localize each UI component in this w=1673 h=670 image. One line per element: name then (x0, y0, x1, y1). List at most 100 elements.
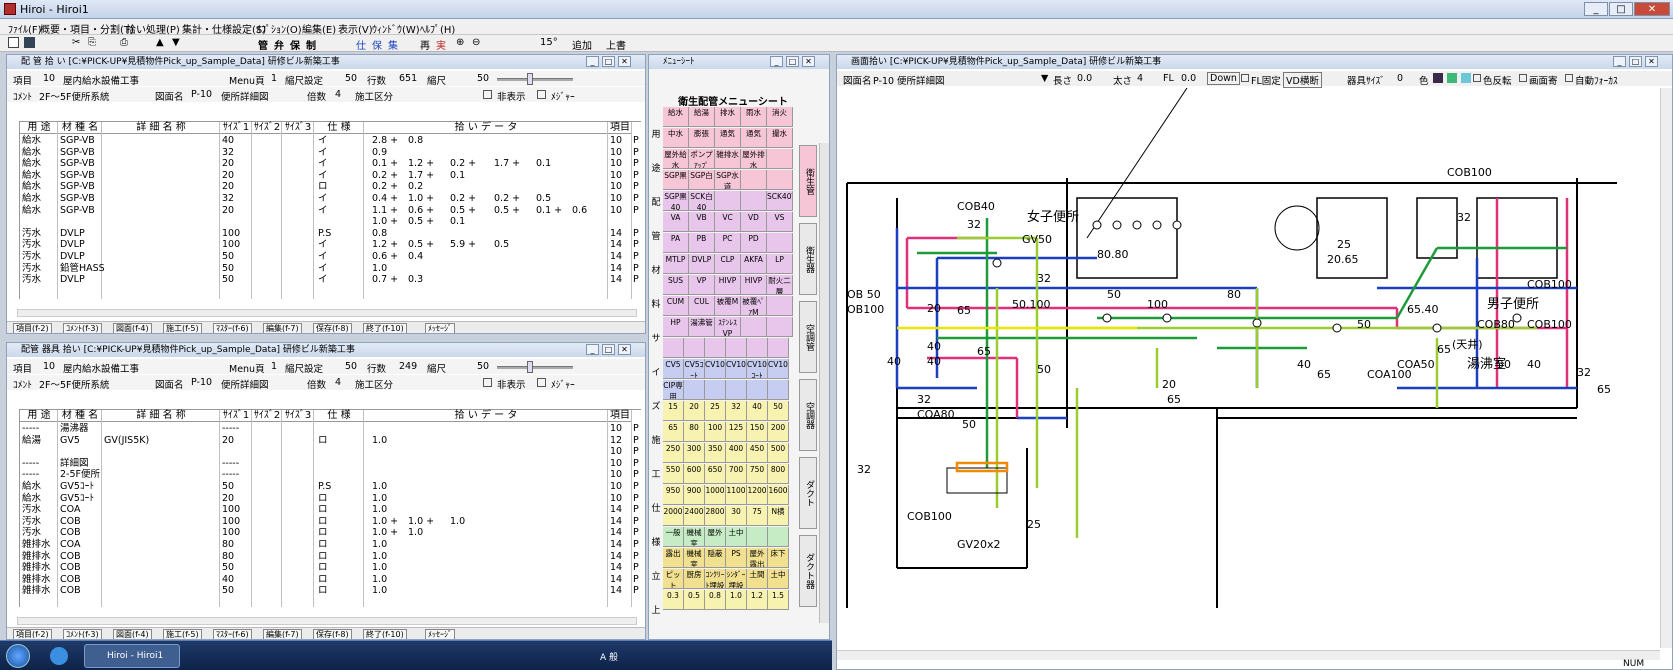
menu-sheet-cell[interactable]: CLP (715, 254, 741, 274)
menu-sheet-cell[interactable]: CV5ｺｰﾄ (684, 359, 705, 379)
menu-sheet-cell[interactable] (715, 191, 741, 211)
menu-sheet-cell[interactable]: 屋外給水 (663, 149, 689, 169)
menu-sheet-cell[interactable]: CV10ｺｰﾄ (747, 359, 768, 379)
menu-sheet-side-tab[interactable]: 衛生管 (799, 145, 817, 217)
menu-sheet-cell[interactable]: CV10 (726, 359, 747, 379)
menu-sheet-cell[interactable]: 給水 (663, 107, 689, 127)
menu-sheet-cell[interactable]: SCK白40 (689, 191, 715, 211)
ie-icon[interactable] (50, 647, 68, 665)
menu-sheet-cell[interactable] (747, 527, 768, 547)
horizontal-scrollbar[interactable] (17, 309, 637, 317)
menu-sheet-cell[interactable]: SUS (663, 275, 689, 295)
function-button[interactable]: 図面(f-4) (113, 629, 152, 639)
function-button[interactable]: ﾒｯｾｰｼﾞ (425, 323, 455, 333)
maximize-button[interactable]: □ (1629, 56, 1642, 67)
menu-sheet-cell[interactable]: 消火 (767, 107, 793, 127)
tool-jitsu[interactable]: 実 (436, 41, 446, 52)
menu-sheet-cell[interactable]: CV10SUS (705, 359, 726, 379)
menu-sheet-cell[interactable]: LP (767, 254, 793, 274)
menu-sheet-cell[interactable]: 25 (705, 401, 726, 421)
menu-sheet-side-tab[interactable]: ダクト (799, 457, 817, 529)
function-button[interactable]: ﾏｽﾀｰ(f-6) (213, 323, 252, 333)
menu-sheet-cell[interactable]: 80 (684, 422, 705, 442)
menu-sheet-cell[interactable]: 中水 (663, 128, 689, 148)
menu-sheet-cell[interactable] (741, 191, 767, 211)
menu-help[interactable]: ﾍﾙﾌﾟ(H) (420, 25, 456, 36)
menu-sheet-cell[interactable]: PC (715, 233, 741, 253)
menu-sheet-cell[interactable]: VS (767, 212, 793, 232)
minimize-button[interactable]: _ (586, 344, 599, 355)
menu-sheet-cell[interactable]: 耐火二層 (767, 275, 793, 295)
vd-select[interactable]: VD横断 (1283, 72, 1322, 88)
menu-sheet-cell[interactable]: 床下 (768, 548, 789, 568)
hide-checkbox[interactable] (483, 378, 492, 387)
menu-sheet-cell[interactable]: CV5 (663, 359, 684, 379)
vertical-scrollbar[interactable] (819, 143, 829, 623)
menu-sheet-cell[interactable]: CIP専用 (663, 380, 684, 400)
length-field[interactable]: 0.0 (1077, 73, 1093, 84)
menu-sheet-cell[interactable]: 200 (768, 422, 789, 442)
menu-sheet-cell[interactable]: 露出 (663, 548, 684, 568)
menu-sheet-cell[interactable]: 0.8 (705, 590, 726, 610)
minimize-button[interactable]: _ (770, 56, 783, 67)
function-button[interactable]: ｺﾒﾝﾄ(f-3) (63, 323, 102, 333)
function-button[interactable]: 編集(f-7) (263, 323, 302, 333)
menu-sheet-cell[interactable]: 給湯 (689, 107, 715, 127)
function-button[interactable]: 終了(f-10) (363, 629, 407, 639)
tool-sei[interactable]: 制 (306, 41, 316, 52)
close-button[interactable]: ✕ (1645, 56, 1658, 67)
menu-file[interactable]: ﾌｧｲﾙ(F) (8, 25, 42, 36)
angle-button[interactable]: 15° (540, 37, 558, 48)
menu-sheet-cell[interactable]: 通気 (741, 128, 767, 148)
menu-sheet-cell[interactable]: 750 (747, 464, 768, 484)
zoom-in-icon[interactable]: ⊕ (456, 37, 465, 48)
menu-sheet-cell[interactable]: 1200 (747, 485, 768, 505)
tool-ho2[interactable]: 保 (372, 41, 382, 52)
menu-sheet-cell[interactable]: 膨張 (689, 128, 715, 148)
menu-sheet-cell[interactable]: 1100 (726, 485, 747, 505)
menu-sheet-side-tab[interactable]: 空調器 (799, 379, 817, 451)
menu-sheet-cell[interactable]: 2400 (684, 506, 705, 526)
down-button[interactable]: Down (1207, 72, 1240, 85)
menu-sheet-cell[interactable]: 2000 (663, 506, 684, 526)
color-swatch-dark[interactable] (1433, 73, 1443, 83)
menu-sheet-cell[interactable]: 30 (726, 506, 747, 526)
tool-shu[interactable]: 集 (388, 41, 398, 52)
menu-sheet-cell[interactable]: 通気 (715, 128, 741, 148)
meter-checkbox[interactable] (537, 378, 546, 387)
tray-ime[interactable]: A 般 (600, 653, 619, 663)
menu-sheet-cell[interactable]: 被覆ﾍﾟｱM (741, 296, 767, 316)
color-swatch-cyan[interactable] (1461, 73, 1471, 83)
menu-sheet-cell[interactable]: ピット (663, 569, 684, 589)
maximize-button[interactable]: □ (602, 56, 615, 67)
menu-sheet-cell[interactable]: 排水 (715, 107, 741, 127)
taskbar-item-hiroi[interactable]: Hiroi - Hiroi1 (84, 644, 180, 668)
menu-sheet-cell[interactable]: 125 (726, 422, 747, 442)
menu-sheet-cell[interactable]: 屋外排水 (741, 149, 767, 169)
menu-sheet-cell[interactable]: PA (663, 233, 689, 253)
function-button[interactable]: 保存(f-8) (313, 629, 352, 639)
menu-sheet-cell[interactable]: SGP黒 (663, 170, 689, 190)
menu-sheet-cell[interactable]: 65 (663, 422, 684, 442)
menu-sheet-cell[interactable]: ｽﾃﾝﾚｽVP (715, 317, 741, 337)
zoom-out-icon[interactable]: ⊖ (472, 37, 481, 48)
function-button[interactable]: 項目(f-2) (13, 323, 52, 333)
menu-sheet-cell[interactable]: VD (741, 212, 767, 232)
menu-sheet-cell[interactable]: ｺﾝｸﾘｰﾄ埋設 (705, 569, 726, 589)
menu-sheet-cell[interactable]: 隠蔽 (705, 548, 726, 568)
